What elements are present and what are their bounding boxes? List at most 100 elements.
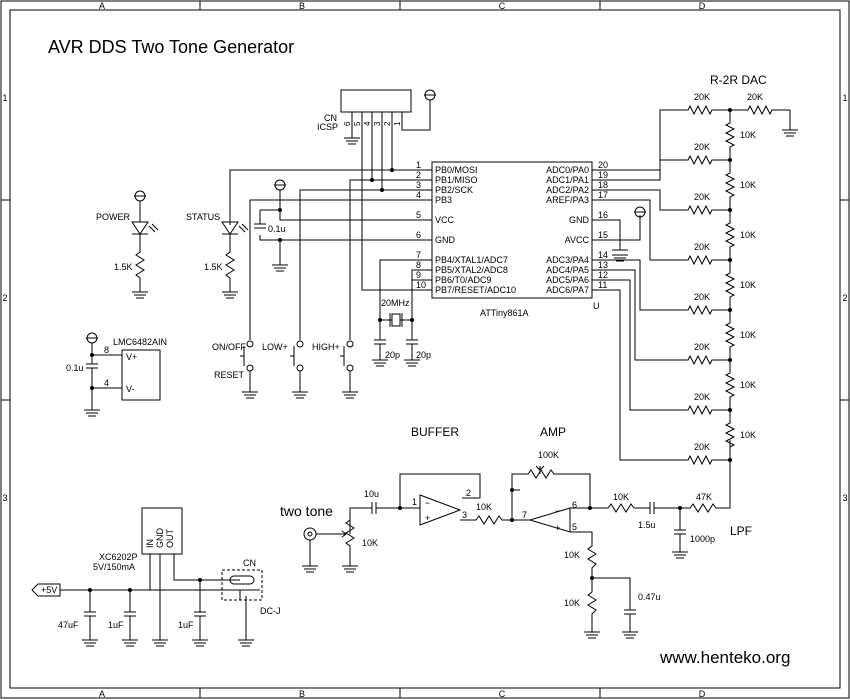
- website-label: www.henteko.org: [659, 648, 790, 667]
- mcu-to-dac-wiring: [612, 109, 670, 461]
- crystal-20mhz: 20MHz 20p 20p: [372, 259, 432, 367]
- dac-2r-label: 20K: [694, 192, 710, 202]
- dac-r-label: 10K: [740, 230, 756, 240]
- switch-onoff-reset: ON/OFF RESET: [212, 340, 258, 399]
- crystal-freq: 20MHz: [381, 298, 410, 308]
- mcu-pin-name-left: GND: [435, 235, 456, 245]
- power-led-resistor: 1.5K: [114, 262, 133, 272]
- mcu-pin-name-right: ADC3/PA4: [546, 255, 589, 265]
- input-pot: 10K: [362, 538, 378, 548]
- mcu-pin-num-left: 9: [416, 270, 421, 280]
- zone-col-b-top: B: [299, 1, 305, 11]
- mcu-decoupling-cap-value: 0.1u: [268, 224, 286, 234]
- buffer-junction: [398, 506, 402, 510]
- reg-cap2: 1uF: [108, 620, 124, 630]
- buffer-label: BUFFER: [411, 425, 459, 439]
- vcc-decoupling-symbol: [274, 179, 286, 191]
- mcu-pin-num-left: 7: [416, 250, 421, 260]
- mcu-pin-name-right: ADC4/PA5: [546, 265, 589, 275]
- dac-2r-resistor: [670, 404, 730, 416]
- dac-r-resistor: [724, 310, 736, 360]
- switch-low-label: LOW+: [262, 342, 288, 352]
- dac-2r-resistor: [670, 254, 730, 266]
- amp-res1: 10K: [564, 550, 580, 560]
- dac-r-label: 10K: [740, 330, 756, 340]
- lpf-junction: [678, 506, 682, 510]
- icsp-pin-3: 3: [373, 121, 382, 126]
- svg-text:−: −: [555, 506, 560, 516]
- two-tone-label: two tone: [280, 503, 333, 519]
- amp-junctions: [510, 488, 594, 580]
- mcu-pin-name-right: ADC5/PA6: [546, 275, 589, 285]
- icsp-pin-6: 6: [343, 121, 352, 126]
- dc-jack-label: DC-J: [260, 606, 281, 616]
- zone-col-d-top: D: [699, 1, 706, 11]
- lpf-cap2: 1000p: [690, 534, 715, 544]
- zone-row-1-right: 1: [842, 93, 847, 103]
- dac-r-resistor: [724, 160, 736, 210]
- dac-2r-label: 20K: [694, 342, 710, 352]
- dac-2r-resistor: [670, 104, 730, 116]
- r2r-dac: 20K10K20K10K20K10K20K10K20K10K20K10K20K1…: [670, 92, 798, 508]
- zone-col-a-top: A: [99, 1, 105, 11]
- mcu-pin-num-right: 20: [598, 160, 608, 170]
- zone-col-c-top: C: [499, 1, 506, 11]
- mcu-part-name: ATTiny861A: [480, 308, 529, 318]
- icsp-pin-1: 1: [393, 121, 402, 126]
- avcc-vcc-symbol: [634, 206, 646, 218]
- mcu-pin-num-right: 15: [598, 230, 608, 240]
- mcu-pin-name-left: PB0/MOSI: [435, 165, 478, 175]
- opamp-supply-vminus: V-: [126, 384, 135, 394]
- svg-text:+: +: [555, 523, 560, 533]
- mcu-pin-num-left: 1: [416, 160, 421, 170]
- amp-opamp: AMP −+ 100K 7 6 5 10K 10K 0.47u: [511, 425, 661, 639]
- crystal-cap2: 20p: [416, 350, 431, 360]
- dac-2r-resistor: [670, 204, 730, 216]
- dac-r-label: 10K: [740, 430, 756, 440]
- dac-2r-label: 20K: [694, 442, 710, 452]
- mcu-pin-num-left: 10: [416, 280, 426, 290]
- svg-text:−: −: [425, 498, 430, 508]
- lpf-res2: 47K: [696, 492, 712, 502]
- amp-cap: 0.47u: [638, 592, 661, 602]
- zone-row-3-left: 3: [2, 493, 7, 503]
- dac-gnd: [782, 110, 798, 137]
- mcu-pin-num-right: 17: [598, 190, 608, 200]
- buffer-res: 10K: [476, 502, 492, 512]
- opamp-supply-part: LMC6482AIN: [113, 337, 167, 347]
- mcu-pin-num-right: 14: [598, 250, 608, 260]
- regulator-pin-out: OUT: [165, 529, 175, 549]
- mcu-left-junctions: [278, 208, 282, 242]
- dac-2r-resistor: [670, 304, 730, 316]
- zone-col-d-bottom: D: [699, 689, 706, 699]
- mcu-pin-name-left: PB5/XTAL2/ADC8: [435, 265, 508, 275]
- dac-2r-label: 20K: [694, 392, 710, 402]
- amp-pin5: 5: [572, 522, 577, 532]
- mcu-pin-num-right: 19: [598, 170, 608, 180]
- power-junctions: [88, 578, 202, 592]
- power-led-label: POWER: [96, 212, 131, 222]
- mcu-attiny861a: ATTiny861A U: [431, 161, 600, 318]
- mcu-pin-name-right: AVCC: [565, 235, 590, 245]
- zone-col-a-bottom: A: [99, 689, 105, 699]
- mcu-pin-name-right: ADC0/PA0: [546, 165, 589, 175]
- status-led-label: STATUS: [186, 212, 220, 222]
- power-supply: IN GND OUT XC6202P 5V/150mA +5V 47uF 1uF…: [31, 507, 281, 647]
- mcu-pin-num-right: 16: [598, 210, 608, 220]
- dac-title: R-2R DAC: [710, 73, 767, 87]
- crystal-junctions: [378, 318, 414, 322]
- mcu-pin-name-left: PB3: [435, 195, 452, 205]
- mcu-pin-name-right: ADC1/PA1: [546, 175, 589, 185]
- mcu-pin-num-left: 6: [416, 230, 421, 240]
- zone-col-c-bottom: C: [499, 689, 506, 699]
- opamp-supply-pin4: 4: [104, 378, 109, 388]
- amp-label: AMP: [540, 425, 566, 439]
- amp-fb-res: 100K: [538, 450, 559, 460]
- dac-2r-label: 20K: [694, 292, 710, 302]
- switch-onoff-label: ON/OFF: [212, 342, 246, 352]
- reg-cap3: 1uF: [178, 620, 194, 630]
- mcu-pin-name-left: VCC: [435, 215, 455, 225]
- mcu-pin-name-left: PB6/T0/ADC9: [435, 275, 492, 285]
- dac-r-resistor: [724, 260, 736, 310]
